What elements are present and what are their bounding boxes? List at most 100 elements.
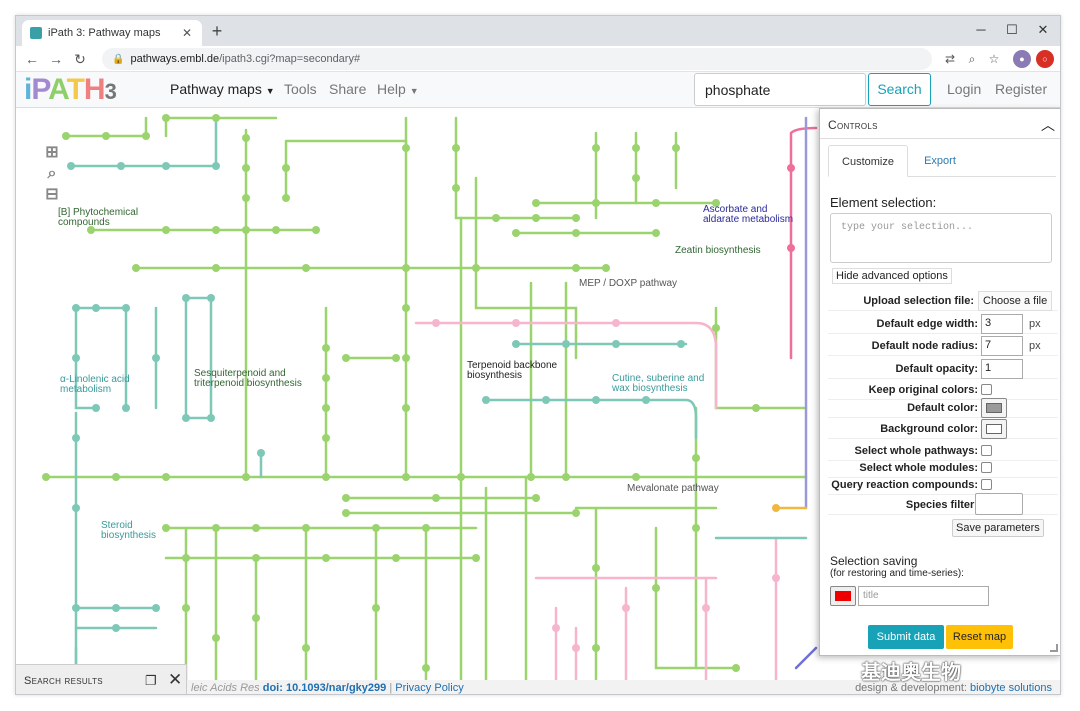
pathway-node[interactable] (532, 494, 540, 502)
close-tab-icon[interactable]: ✕ (181, 26, 193, 40)
menu-help[interactable]: Help ▼ (377, 81, 419, 97)
pathway-node[interactable] (592, 644, 600, 652)
pathway-node[interactable] (402, 354, 410, 362)
pathway-node[interactable] (152, 354, 160, 362)
pathway-node[interactable] (552, 624, 560, 632)
pathway-node[interactable] (322, 374, 330, 382)
pathway-node[interactable] (482, 396, 490, 404)
pathway-node[interactable] (302, 524, 310, 532)
pathway-node[interactable] (302, 644, 310, 652)
pathway-node[interactable] (512, 340, 520, 348)
pathway-node[interactable] (312, 226, 320, 234)
pathway-node[interactable] (562, 340, 570, 348)
pathway-node[interactable] (212, 524, 220, 532)
pathway-node[interactable] (592, 564, 600, 572)
pathway-node[interactable] (622, 604, 630, 612)
pathway-node[interactable] (342, 354, 350, 362)
pathway-node[interactable] (532, 214, 540, 222)
maximize-icon[interactable]: ❐ (145, 673, 157, 688)
pathway-node[interactable] (342, 509, 350, 517)
reset-map-button[interactable]: Reset map (946, 625, 1013, 649)
pathway-node[interactable] (242, 194, 250, 202)
pathway-node[interactable] (702, 604, 710, 612)
pathway-node[interactable] (92, 404, 100, 412)
forward-arrow-icon[interactable]: → (49, 51, 63, 67)
menu-tools[interactable]: Tools (284, 81, 317, 97)
whole-pathways-checkbox[interactable] (981, 445, 992, 456)
register-link[interactable]: Register (995, 81, 1048, 97)
pathway-node[interactable] (692, 524, 700, 532)
reload-icon[interactable]: ↻ (74, 51, 86, 67)
pathway-node[interactable] (212, 634, 220, 642)
pathway-node[interactable] (672, 144, 680, 152)
pathway-node[interactable] (392, 554, 400, 562)
pathway-node[interactable] (67, 162, 75, 170)
pathway-node[interactable] (612, 340, 620, 348)
pathway-node[interactable] (122, 304, 130, 312)
pathway-node[interactable] (62, 132, 70, 140)
pathway-node[interactable] (162, 226, 170, 234)
map-label[interactable]: Zeatin biosynthesis (675, 245, 761, 256)
pathway-node[interactable] (182, 554, 190, 562)
map-label[interactable]: biosynthesis (101, 530, 157, 541)
search-button[interactable]: Search (868, 73, 931, 106)
pathway-node[interactable] (572, 229, 580, 237)
pathway-node[interactable] (72, 304, 80, 312)
biobyte-link[interactable]: biobyte solutions (970, 682, 1052, 694)
map-label[interactable]: aldarate metabolism (703, 214, 794, 225)
zoom-icon[interactable]: ⌕ (968, 52, 976, 66)
map-label[interactable]: compounds (58, 217, 110, 228)
tab-customize[interactable]: Customize (828, 145, 908, 177)
pathway-node[interactable] (457, 473, 465, 481)
browser-tab[interactable]: iPath 3: Pathway maps ✕ (22, 20, 202, 46)
pathway-node[interactable] (572, 509, 580, 517)
translate-icon[interactable]: ⇄ (944, 52, 956, 66)
pathway-node[interactable] (342, 494, 350, 502)
pathway-node[interactable] (72, 604, 80, 612)
pathway-node[interactable] (207, 294, 215, 302)
pathway-node[interactable] (252, 614, 260, 622)
new-tab-button[interactable]: + (211, 21, 223, 41)
pathway-node[interactable] (122, 404, 130, 412)
map-label[interactable]: MEP / DOXP pathway (579, 278, 678, 289)
pathway-node[interactable] (402, 304, 410, 312)
pathway-node[interactable] (112, 604, 120, 612)
pathway-node[interactable] (182, 294, 190, 302)
pathway-node[interactable] (632, 473, 640, 481)
pathway-node[interactable] (612, 319, 620, 327)
whole-modules-checkbox[interactable] (981, 462, 992, 473)
pathway-node[interactable] (372, 524, 380, 532)
pathway-node[interactable] (392, 354, 400, 362)
pathway-node[interactable] (212, 226, 220, 234)
pathway-node[interactable] (732, 664, 740, 672)
pathway-node[interactable] (162, 473, 170, 481)
edge-width-input[interactable]: 3 (981, 314, 1023, 334)
pathway-node[interactable] (527, 473, 535, 481)
pathway-node[interactable] (402, 404, 410, 412)
pathway-node[interactable] (162, 114, 170, 122)
map-label[interactable]: Steroid (101, 520, 133, 531)
pathway-node[interactable] (652, 584, 660, 592)
pathway-node[interactable] (152, 604, 160, 612)
node-radius-input[interactable]: 7 (981, 336, 1023, 356)
close-icon[interactable]: ✕ (168, 670, 183, 689)
map-label[interactable]: [B] Phytochemical (58, 207, 139, 218)
ipath-logo[interactable]: iPATH3 (24, 74, 117, 106)
pathway-node[interactable] (242, 473, 250, 481)
keep-colors-checkbox[interactable] (981, 384, 992, 395)
pathway-node[interactable] (572, 644, 580, 652)
pathway-node[interactable] (162, 524, 170, 532)
pathway-node[interactable] (562, 473, 570, 481)
pathway-node[interactable] (772, 504, 780, 512)
pathway-node[interactable] (242, 226, 250, 234)
search-input[interactable] (694, 73, 866, 106)
pathway-node[interactable] (207, 414, 215, 422)
pathway-node[interactable] (712, 324, 720, 332)
pathway-node[interactable] (212, 114, 220, 122)
profile-avatar-icon[interactable]: ● (1013, 50, 1031, 68)
pathway-node[interactable] (322, 434, 330, 442)
pathway-node[interactable] (452, 184, 460, 192)
pathway-node[interactable] (472, 264, 480, 272)
search-results-bar[interactable]: Search results ❐ ✕ (16, 664, 187, 694)
map-label[interactable]: Cutine, suberine and (612, 373, 705, 384)
